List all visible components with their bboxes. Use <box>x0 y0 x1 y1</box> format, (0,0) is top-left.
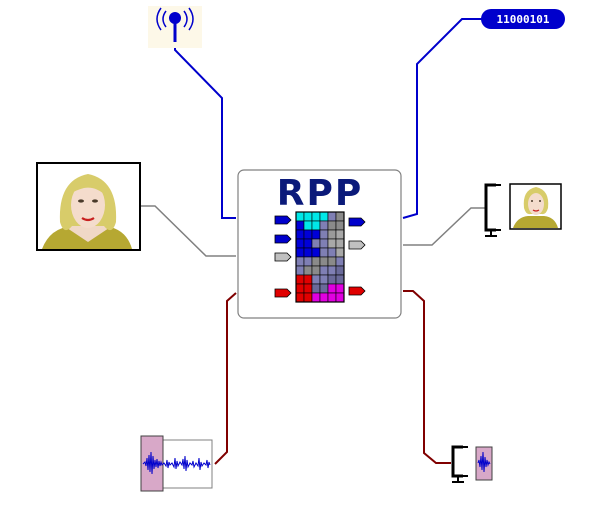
rpp-grid <box>295 211 345 303</box>
antenna-icon <box>148 6 202 48</box>
rpp-processor: RPP <box>237 169 402 319</box>
rpp-title: RPP <box>277 173 364 214</box>
grid-cell <box>295 283 305 294</box>
grid-cell <box>295 265 305 276</box>
grid-cell <box>335 283 345 294</box>
output-arrow-red <box>348 286 366 296</box>
grid-cell <box>335 238 345 249</box>
waveform-trace <box>142 451 211 475</box>
grid-cell <box>295 238 305 249</box>
binary-badge: 11000101 <box>481 9 565 29</box>
binary-badge-label: 11000101 <box>497 13 550 26</box>
clamp-icon <box>451 445 468 483</box>
grid-cell <box>327 265 337 276</box>
grid-cell <box>327 220 337 231</box>
connections <box>141 18 486 465</box>
grid-cell <box>319 256 329 267</box>
grid-cell <box>295 274 305 285</box>
face-output-link <box>403 207 486 246</box>
grid-cell <box>303 274 313 285</box>
output-arrow-blue <box>348 217 366 227</box>
grid-cell <box>319 229 329 240</box>
audio-output-link <box>403 290 451 464</box>
input-face-portrait <box>36 162 141 251</box>
grid-border <box>295 211 345 303</box>
grid-cell <box>311 274 321 285</box>
grid-cell <box>327 211 337 222</box>
output-arrow-gray <box>348 240 366 250</box>
grid-cell <box>327 256 337 267</box>
grid-cell <box>327 229 337 240</box>
grid-cell <box>311 292 321 303</box>
grid-cell <box>295 229 305 240</box>
grid-cell <box>335 211 345 222</box>
grid-cell <box>303 229 313 240</box>
input-arrow-blue-1 <box>274 215 292 225</box>
antenna-link <box>174 42 236 219</box>
input-arrow-red <box>274 288 292 298</box>
grid-cell <box>311 220 321 231</box>
grid-cell <box>303 256 313 267</box>
grid-cell <box>327 238 337 249</box>
grid-cell <box>311 238 321 249</box>
grid-cell <box>327 247 337 258</box>
grid-cell <box>327 292 337 303</box>
grid-cell <box>303 238 313 249</box>
grid-cell <box>335 265 345 276</box>
grid-cell <box>335 220 345 231</box>
binary-link <box>402 18 484 219</box>
face-image <box>42 174 132 249</box>
grid-cell <box>311 265 321 276</box>
clamp-icon <box>484 183 501 237</box>
grid-cell <box>311 256 321 267</box>
grid-cell <box>303 292 313 303</box>
grid-cell <box>319 247 329 258</box>
grid-cell <box>335 247 345 258</box>
grid-cell <box>335 274 345 285</box>
grid-cell <box>319 211 329 222</box>
grid-cell <box>311 247 321 258</box>
grid-cell <box>319 274 329 285</box>
grid-cell <box>335 292 345 303</box>
grid-cell <box>303 247 313 258</box>
grid-cell <box>311 283 321 294</box>
grid-cell <box>295 220 305 231</box>
input-audio-waveform <box>140 435 213 492</box>
grid-cell <box>311 211 321 222</box>
grid-cell <box>303 283 313 294</box>
input-arrows <box>274 215 292 298</box>
output-face-portrait <box>484 183 562 237</box>
audio-input-link <box>214 292 237 465</box>
grid-cell <box>295 211 305 222</box>
grid-cell <box>295 256 305 267</box>
input-arrow-gray <box>274 252 292 262</box>
grid-cell <box>319 292 329 303</box>
grid-cell <box>303 211 313 222</box>
grid-cell <box>335 256 345 267</box>
grid-cell <box>295 292 305 303</box>
grid-cell <box>303 220 313 231</box>
grid-cell <box>319 265 329 276</box>
grid-cell <box>303 265 313 276</box>
face-image-small <box>513 187 558 228</box>
grid-cell <box>319 283 329 294</box>
input-arrow-blue-2 <box>274 234 292 244</box>
waveform-trace <box>477 451 491 473</box>
grid-cell <box>295 247 305 258</box>
grid-cell <box>335 229 345 240</box>
face-input-link <box>141 205 236 257</box>
output-arrows <box>348 217 366 296</box>
grid-cell <box>319 220 329 231</box>
output-audio-waveform <box>451 445 493 483</box>
grid-cell <box>311 229 321 240</box>
grid-cell <box>319 238 329 249</box>
grid-cell <box>327 283 337 294</box>
grid-cell <box>327 274 337 285</box>
